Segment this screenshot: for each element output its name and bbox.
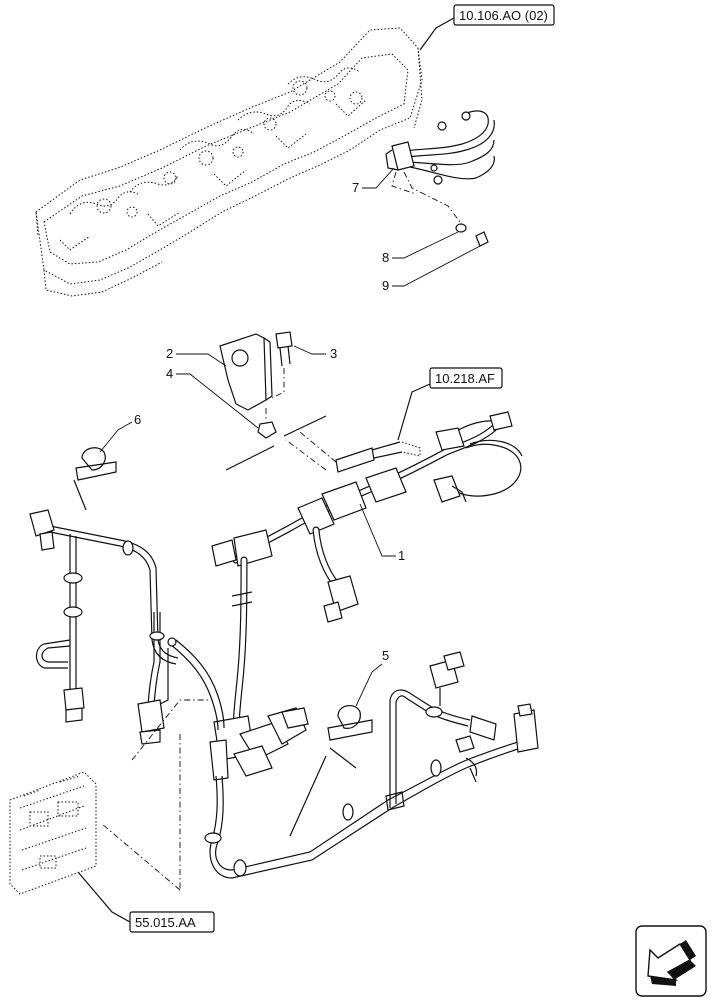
clip-item-5 (327, 705, 373, 741)
callout-2-label[interactable]: 2 (166, 346, 173, 361)
ref-top[interactable]: 10.106.AO (02) (459, 8, 548, 23)
section-line-upper-right (283, 415, 327, 437)
left-harness (29, 509, 225, 745)
ecu-module (9, 771, 97, 895)
injector-harness (385, 110, 495, 247)
main-harness (209, 411, 523, 781)
ref-bottom[interactable]: 55.015.AA (135, 915, 196, 930)
rocker-cover (35, 27, 423, 297)
callout-1: 1 (359, 503, 405, 563)
section-line-upper-left (225, 445, 275, 471)
ref-top-group: 10.106.AO (02) (419, 4, 555, 51)
callout-4-label[interactable]: 4 (166, 366, 173, 381)
bracket (219, 331, 293, 439)
callout-3: 3 (293, 345, 337, 361)
callout-5-label[interactable]: 5 (382, 648, 389, 663)
lower-harness (101, 651, 539, 891)
callout-6: 6 (99, 412, 141, 453)
callout-8-label[interactable]: 8 (382, 250, 389, 265)
section-line-lower (289, 755, 327, 837)
ref-bottom-group: 55.015.AA (77, 871, 215, 933)
callout-8: 8 (382, 231, 459, 265)
clip-item-6 (75, 447, 117, 481)
section-line-left (73, 479, 87, 511)
ref-middle[interactable]: 10.218.AF (435, 371, 495, 386)
callout-7-label[interactable]: 7 (352, 180, 359, 195)
callout-3-label[interactable]: 3 (330, 346, 337, 361)
callout-4: 4 (166, 366, 259, 429)
callout-6-label[interactable]: 6 (134, 412, 141, 427)
arrow-down-left-icon[interactable] (635, 925, 707, 997)
callout-9-label[interactable]: 9 (382, 278, 389, 293)
callout-5: 5 (355, 648, 389, 707)
callout-2: 2 (166, 346, 227, 367)
section-tick-lower (329, 747, 357, 769)
callout-9: 9 (382, 245, 481, 293)
callout-1-label[interactable]: 1 (398, 548, 405, 563)
callout-7: 7 (352, 167, 395, 195)
ref-middle-group: 10.218.AF (397, 367, 503, 441)
